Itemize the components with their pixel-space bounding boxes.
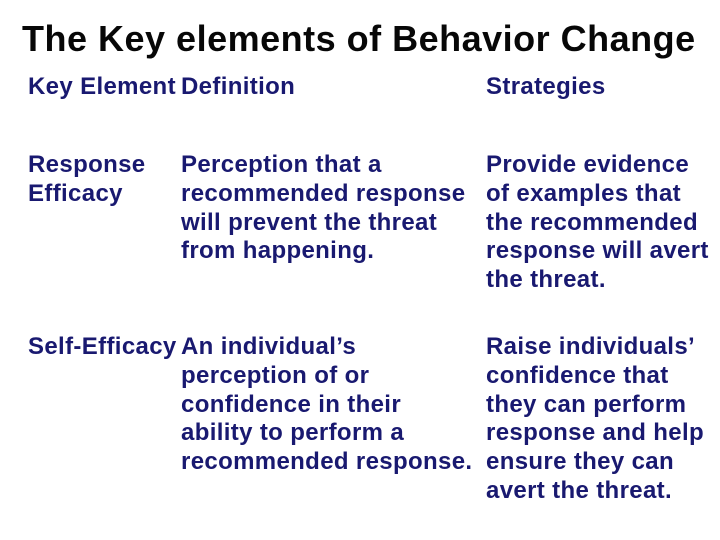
- cell-strategies: Provide evidence of examples that the re…: [486, 151, 709, 293]
- cell-definition: Perception that a recommended response w…: [181, 151, 466, 265]
- column-header-definition: Definition: [181, 73, 296, 100]
- table-row-response-efficacy: Response Efficacy Perception that a reco…: [0, 151, 720, 301]
- slide-title: The Key elements of Behavior Change: [22, 18, 696, 59]
- column-header-strategies: Strategies: [486, 73, 606, 100]
- cell-definition: An individual’s perception of or confide…: [181, 333, 473, 475]
- column-header-key-element: Key Element: [28, 73, 176, 100]
- cell-strategies: Raise individuals’ confidence that they …: [486, 333, 705, 504]
- cell-key-element: Self-Efficacy: [28, 333, 177, 360]
- table-header-row: Key Element Definition Strategies: [0, 73, 720, 102]
- cell-key-element: Response Efficacy: [28, 151, 146, 207]
- table-row-self-efficacy: Self-Efficacy An individual’s perception…: [0, 333, 720, 513]
